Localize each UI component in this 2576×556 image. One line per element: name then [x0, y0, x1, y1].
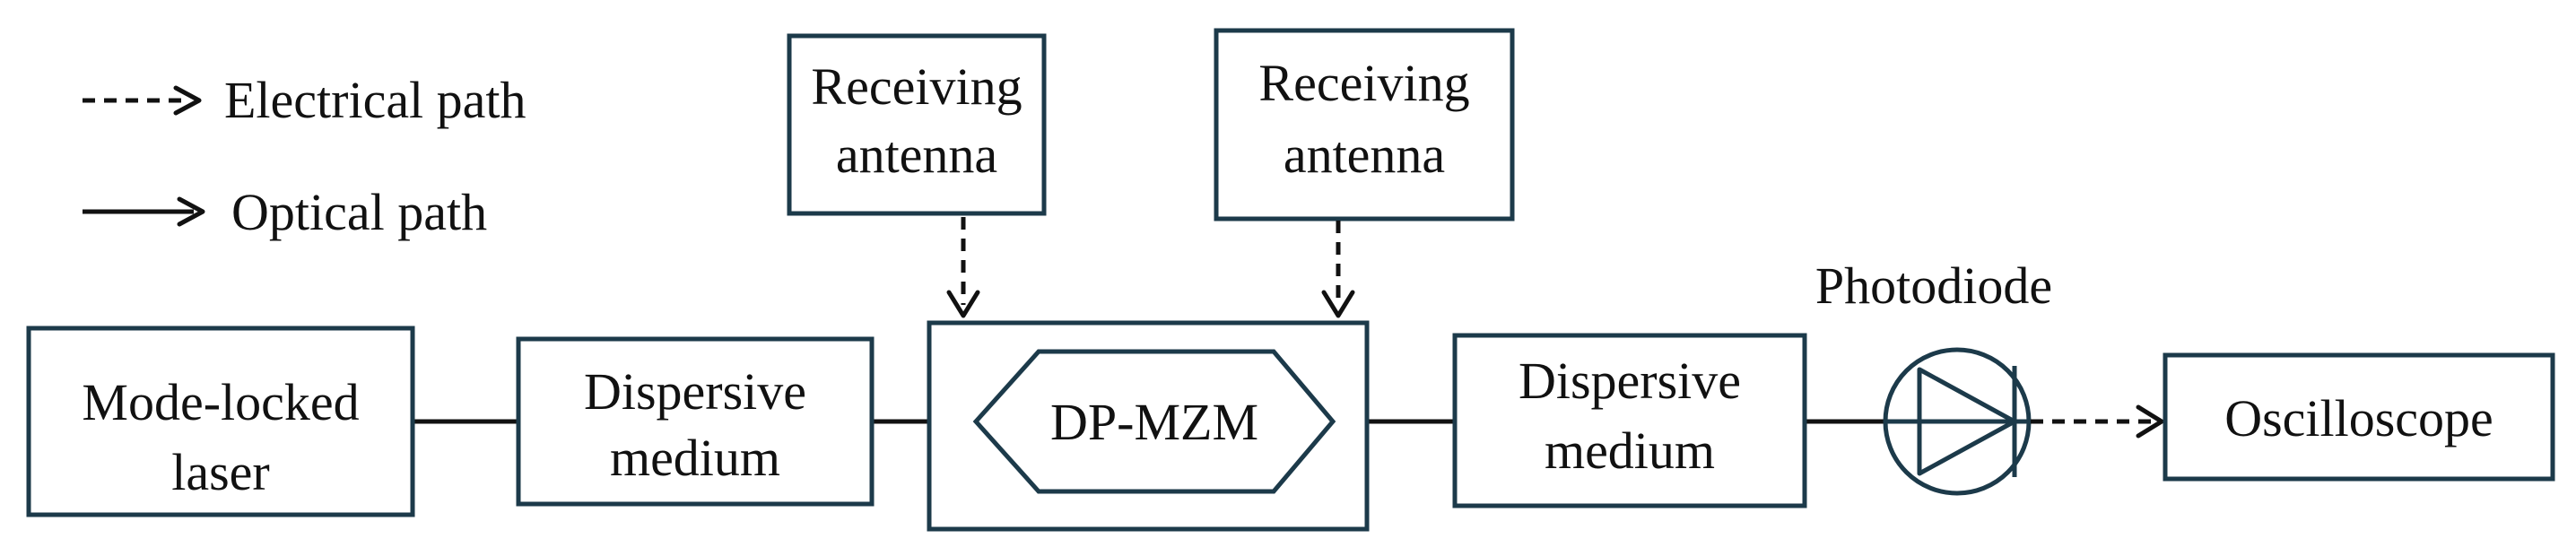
legend: Electrical path Optical path: [83, 71, 527, 241]
dispersive-medium-2-label-line-2: medium: [1545, 421, 1715, 480]
legend-optical-arrowhead: [177, 196, 205, 227]
receiving-antenna-1-box: [787, 33, 1047, 216]
receiving-antenna-2-label-line-1: Receiving: [1258, 54, 1469, 112]
electrical-arrowhead-oscilloscope: [2136, 404, 2164, 439]
electrical-arrowhead-antenna-2: [1321, 290, 1355, 318]
photodiode-output-path: [2031, 404, 2164, 439]
photodiode-triangle-icon: [1917, 367, 2017, 476]
photodiode-label: Photodiode: [1815, 256, 2052, 315]
legend-optical-label: Optical path: [231, 183, 487, 241]
photodiode-block: Photodiode: [1815, 256, 2052, 496]
legend-electrical-label: Electrical path: [224, 71, 527, 129]
dispersive-medium-1-box: [516, 336, 875, 507]
legend-electrical-arrowhead: [173, 85, 202, 116]
dispersive-medium-1-block: Dispersive medium: [516, 336, 875, 507]
receiving-antenna-2-label-line-2: antenna: [1284, 126, 1445, 184]
dispersive-medium-2-block: Dispersive medium: [1452, 333, 1807, 508]
mode-locked-laser-block: Mode-locked laser: [26, 326, 415, 517]
receiving-antenna-1-label-line-1: Receiving: [811, 57, 1022, 116]
modulator-block: DP-MZM: [927, 320, 1370, 532]
mode-locked-laser-label-line-1: Mode-locked: [82, 373, 359, 431]
mode-locked-laser-box: [26, 326, 415, 517]
mode-locked-laser-label-line-2: laser: [171, 443, 270, 501]
dp-mzm-label: DP-MZM: [1050, 393, 1258, 451]
receiving-antenna-2-block: Receiving antenna: [1214, 28, 1515, 222]
dispersive-medium-1-label-line-1: Dispersive: [584, 362, 806, 421]
electrical-arrowhead-antenna-1: [946, 290, 980, 318]
receiving-antenna-2-box: [1214, 28, 1515, 222]
oscilloscope-block: Oscilloscope: [2163, 352, 2555, 482]
receiving-antenna-1-block: Receiving antenna: [787, 33, 1047, 216]
receiving-antenna-1-label-line-2: antenna: [836, 126, 997, 184]
dispersive-medium-2-label-line-1: Dispersive: [1519, 352, 1741, 410]
dispersive-medium-2-box: [1452, 333, 1807, 508]
oscilloscope-box: [2163, 352, 2555, 482]
dp-mzm-hexagon: [972, 349, 1336, 494]
dispersive-medium-1-label-line-2: medium: [610, 429, 780, 487]
antenna-electrical-paths: [946, 217, 1355, 318]
oscilloscope-label: Oscilloscope: [2224, 389, 2493, 447]
